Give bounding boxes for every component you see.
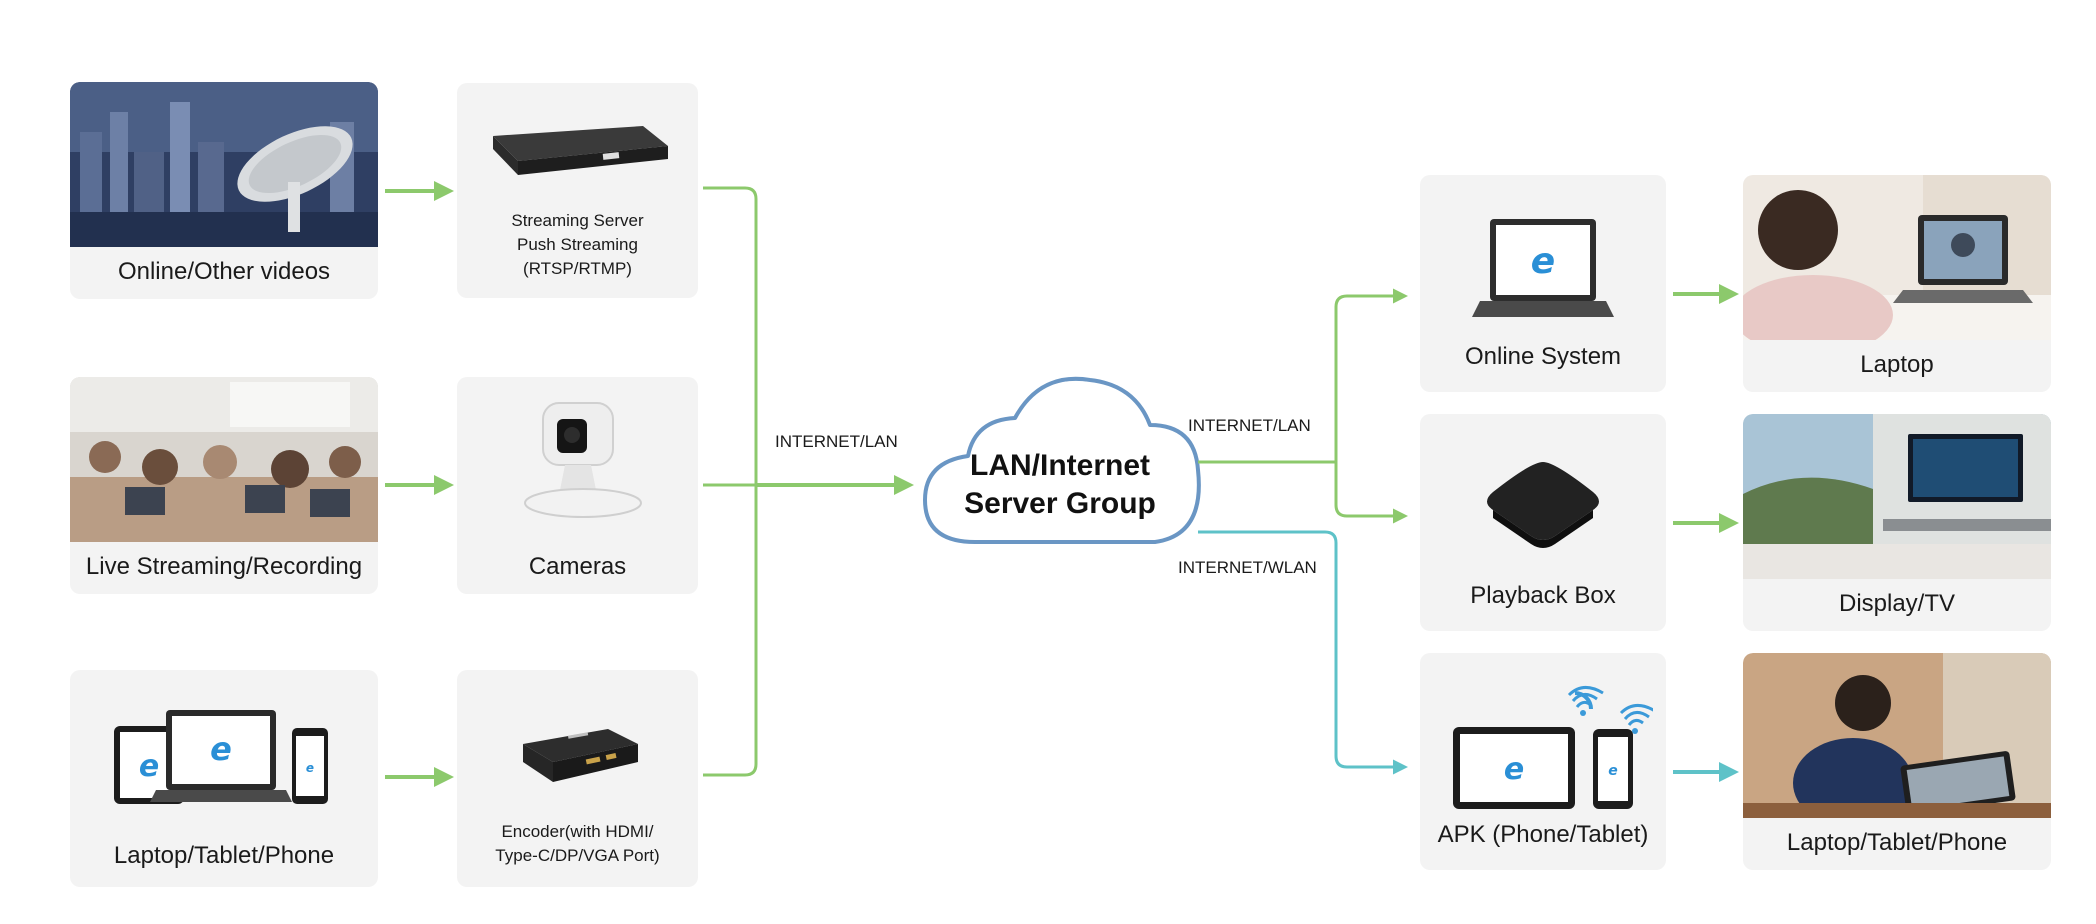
- endpoint-laptop-tablet-phone-label: Laptop/Tablet/Phone: [1786, 829, 2008, 856]
- bracket-inputs: [703, 186, 758, 777]
- browser-e-icon: e: [1531, 241, 1555, 282]
- endpoint-laptop-tablet-phone: Laptop/Tablet/Phone: [1743, 653, 2051, 870]
- source-devices: e e e Laptop/Tablet/Phone: [70, 670, 378, 887]
- cloud-label: LAN/Internet Server Group: [964, 449, 1156, 520]
- endpoint-laptop-label: Laptop: [1860, 351, 1934, 378]
- input-encoder: Encoder(with HDMI/ Type-C/DP/VGA Port): [457, 670, 698, 887]
- svg-text:e: e: [1608, 763, 1618, 779]
- output-apk: e e APK (Phone/Tablet): [1420, 653, 1666, 870]
- svg-text:e: e: [210, 730, 232, 768]
- cloud-shape: [923, 376, 1201, 544]
- svg-text:e: e: [306, 761, 314, 775]
- input-cameras: Cameras: [457, 377, 698, 594]
- source-online-videos: Online/Other videos: [70, 82, 378, 299]
- wifi-signal-icon: [1567, 686, 1604, 716]
- encoder-art: [457, 714, 698, 794]
- input-streaming-server: Streaming Server Push Streaming (RTSP/RT…: [457, 83, 698, 298]
- input-streaming-server-label: Streaming Server Push Streaming (RTSP/RT…: [511, 211, 644, 278]
- browser-e-icon: e: [139, 749, 159, 784]
- camera-art: [457, 395, 698, 525]
- phone-tablet-art: e e: [1420, 681, 1666, 811]
- output-playback-box-label: Playback Box: [1470, 582, 1616, 609]
- source-live-streaming: Live Streaming/Recording: [70, 377, 378, 594]
- living-room-tv-photo: [1743, 414, 2051, 579]
- laptop-browser-art: e: [1420, 217, 1666, 327]
- input-encoder-label: Encoder(with HDMI/ Type-C/DP/VGA Port): [495, 822, 660, 865]
- link-label-wlan: INTERNET/WLAN: [1178, 558, 1317, 577]
- source-online-videos-label: Online/Other videos: [117, 258, 331, 285]
- devices-art: e e e: [70, 708, 378, 808]
- branch-wlan: [1198, 530, 1408, 775]
- wifi-signal-icon: [1619, 704, 1653, 734]
- branch-lan-box: [1334, 462, 1408, 524]
- source-live-streaming-label: Live Streaming/Recording: [85, 553, 363, 580]
- child-tablet-photo: [1743, 653, 2051, 818]
- city-satellite-photo: [70, 82, 378, 247]
- svg-text:e: e: [1504, 752, 1524, 787]
- endpoint-display-tv: Display/TV: [1743, 414, 2051, 631]
- input-cameras-label: Cameras: [528, 553, 627, 580]
- output-online-system-label: Online System: [1464, 343, 1622, 370]
- link-label-lan: INTERNET/LAN: [1188, 416, 1311, 435]
- source-devices-label: Laptop/Tablet/Phone: [113, 842, 335, 869]
- output-apk-label: APK (Phone/Tablet): [1437, 821, 1649, 848]
- rack-server-art: [457, 121, 698, 191]
- classroom-photo: [70, 377, 378, 542]
- endpoint-display-tv-label: Display/TV: [1838, 590, 1956, 617]
- endpoint-laptop: Laptop: [1743, 175, 2051, 392]
- output-playback-box: Playback Box: [1420, 414, 1666, 631]
- person-laptop-photo: [1743, 175, 2051, 340]
- branch-lan: [1198, 288, 1408, 464]
- link-label-input: INTERNET/LAN: [775, 432, 898, 451]
- set-top-box-art: [1420, 452, 1666, 562]
- output-online-system: e Online System: [1420, 175, 1666, 392]
